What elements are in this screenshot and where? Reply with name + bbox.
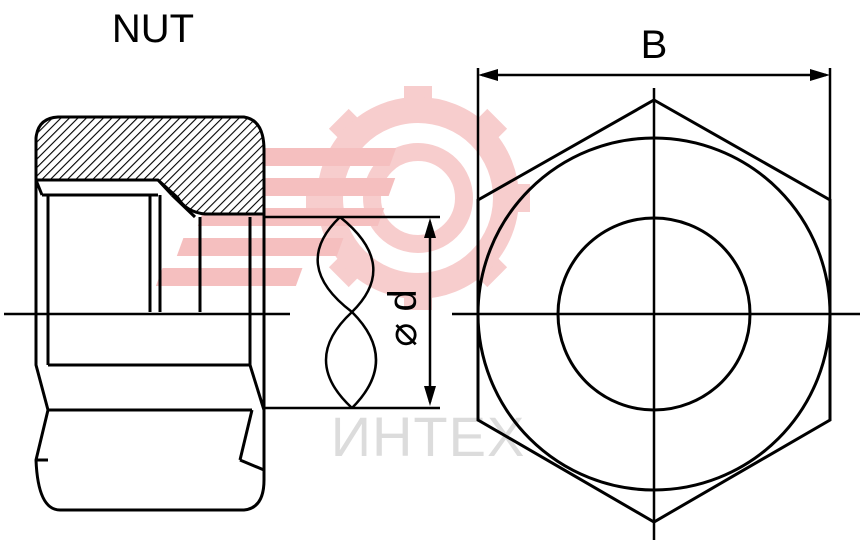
drawing-title: NUT <box>112 7 194 51</box>
watermark-text: ИНТЕХ <box>331 405 526 468</box>
nut-side-view <box>34 115 266 512</box>
width-dimension: B <box>476 23 832 200</box>
diameter-dimension: ⌀ d <box>381 218 436 406</box>
width-label: B <box>641 23 668 67</box>
watermark-gear-logo-icon: ИНТЕХ <box>155 86 530 468</box>
thread-symbol <box>264 215 440 410</box>
diameter-label: ⌀ d <box>381 289 425 346</box>
nut-body-outline <box>34 180 266 512</box>
centerlines-front <box>452 88 860 540</box>
